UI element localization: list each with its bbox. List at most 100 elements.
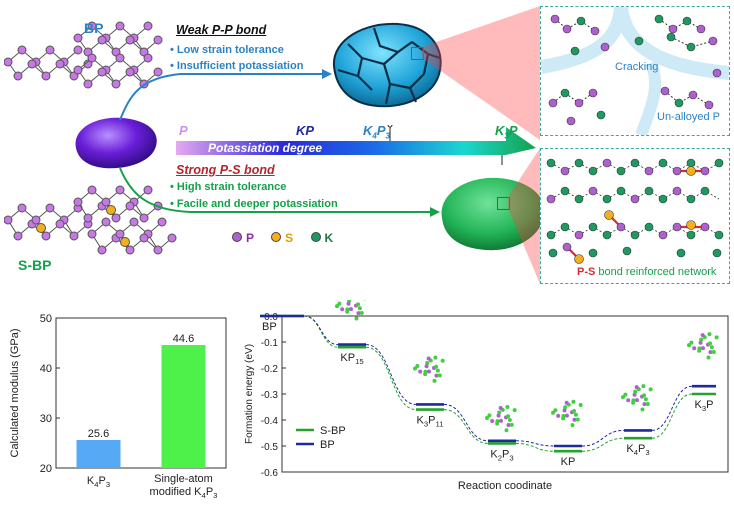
structure-atom: [508, 418, 512, 422]
structure-atom: [708, 341, 712, 345]
inset-reinforced-atoms: [541, 149, 729, 283]
structure-atom: [699, 341, 703, 345]
structure-atom: [701, 333, 705, 337]
structure-atom: [579, 403, 583, 407]
structure-atom: [436, 369, 440, 373]
bar-y-tick-label: 40: [40, 363, 52, 375]
structure-atom: [441, 359, 445, 363]
structure-atom: [626, 398, 630, 402]
structure-atom: [631, 401, 635, 405]
structure-atom: [425, 364, 429, 368]
legend-p: P: [232, 231, 254, 245]
structure-atom: [572, 409, 576, 413]
atom-legend: P S K: [232, 231, 333, 245]
structure-atom: [565, 401, 569, 405]
structure-atom: [506, 414, 510, 418]
structure-atom: [423, 372, 427, 376]
legend-k: K: [311, 231, 334, 245]
structure-atom: [432, 379, 436, 383]
line-y-tick-label: -0.1: [261, 338, 279, 349]
bar-1: [77, 440, 121, 468]
structure-atom: [510, 423, 514, 427]
structure-atom: [710, 345, 714, 349]
structure-thumbnail-icon: [687, 332, 719, 359]
structure-atom: [513, 408, 517, 412]
structure-thumbnail-icon: [551, 400, 583, 427]
structure-atom: [692, 346, 696, 350]
structure-atom: [641, 384, 645, 388]
point-label-BP: BP: [262, 321, 277, 333]
line-y-tick-label: -0.5: [261, 442, 279, 453]
line-y-tick-label: -0.2: [261, 364, 279, 375]
line-x-axis-label: Reaction coodinate: [458, 480, 552, 492]
inset-cracking: Cracking Un-alloyed P: [540, 6, 730, 136]
structure-atom: [551, 411, 555, 415]
structure-atom: [640, 407, 644, 411]
structure-atom: [697, 349, 701, 353]
structure-atom: [635, 398, 639, 402]
structure-atom: [497, 414, 501, 418]
reinforced-text: bond reinforced network: [595, 266, 716, 278]
point-label-KP15: KP15: [340, 352, 363, 366]
line-y-tick-label: -0.3: [261, 390, 279, 401]
structure-atom: [349, 307, 353, 311]
structure-atom: [701, 346, 705, 350]
structure-thumbnail-icon: [485, 405, 517, 432]
structure-atom: [707, 332, 711, 336]
structure-atom: [360, 311, 364, 315]
line-y-tick-label: -0.4: [261, 416, 279, 427]
structure-atom: [633, 393, 637, 397]
arrow-label-p: P: [179, 123, 188, 138]
bar-category-label: K4P3: [87, 475, 110, 489]
ps-bond-text: P-S: [577, 266, 595, 278]
arrow-label-k3p: K3P: [495, 123, 518, 141]
structure-atom: [712, 350, 716, 354]
point-label-K3P11: K3P11: [417, 415, 444, 429]
structure-atom: [644, 397, 648, 401]
structure-atom: [340, 307, 344, 311]
inset-reinforced: P-S bond reinforced network: [540, 148, 730, 284]
arrow-center-label: Potassiation degree: [208, 141, 322, 155]
structure-atom: [574, 413, 578, 417]
point-label-K2P3: K2P3: [490, 448, 513, 462]
structure-thumbnail-icon: [413, 356, 445, 383]
bar-y-axis-label: Calculated modulus (GPa): [9, 328, 21, 457]
structure-atom: [715, 335, 719, 339]
structure-atom: [413, 367, 417, 371]
structure-atom: [504, 428, 508, 432]
structure-atom: [427, 357, 431, 361]
bar-y-tick-label: 20: [40, 463, 52, 475]
structure-atom: [570, 423, 574, 427]
structure-atom: [576, 418, 580, 422]
line-y-axis-label: Formation energy (eV): [244, 344, 255, 444]
bar-category-label: Single-atom: [154, 473, 213, 485]
structure-atom: [556, 414, 560, 418]
structure-atom: [561, 416, 565, 420]
structure-atom: [438, 373, 442, 377]
point-label-K4P3: K4P3: [626, 443, 649, 457]
point-label-KP: KP: [561, 456, 576, 468]
structure-atom: [687, 343, 691, 347]
structure-atom: [490, 419, 494, 423]
structure-atom: [356, 302, 360, 306]
line-y-tick-label: -0.6: [261, 468, 279, 479]
structure-atom: [345, 310, 349, 314]
inset-cracking-label: Cracking: [615, 61, 658, 73]
inset-unalloyed-label: Un-alloyed P: [657, 111, 720, 123]
structure-atom: [505, 405, 509, 409]
structure-atom: [706, 355, 710, 359]
bar-value-label: 44.6: [173, 333, 194, 345]
structure-atom: [427, 369, 431, 373]
structure-atom: [485, 416, 489, 420]
structure-atom: [499, 406, 503, 410]
inset-reinforced-label: P-S bond reinforced network: [577, 266, 716, 278]
legend-s: S: [271, 231, 293, 245]
bar-y-tick-label: 30: [40, 413, 52, 425]
structure-atom: [347, 302, 351, 306]
structure-atom: [358, 306, 362, 310]
legend-label-BP: BP: [320, 439, 335, 451]
